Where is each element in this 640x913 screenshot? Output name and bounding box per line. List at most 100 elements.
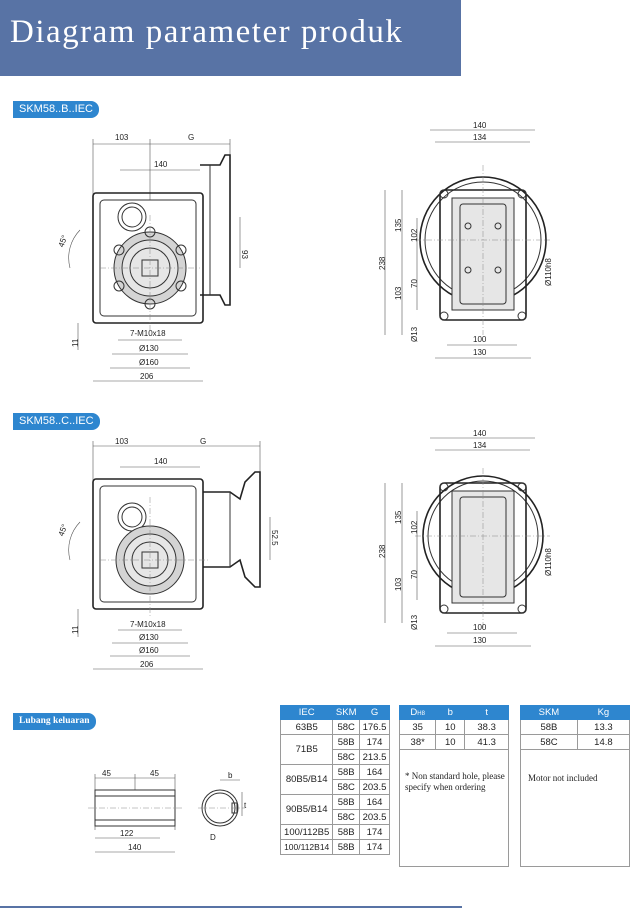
side-view-b: 140 134 238 135 102 103 70 Ø13 Ø110h8 10… xyxy=(378,121,553,359)
table-row: 63B5 58C 176.5 xyxy=(279,719,390,735)
c-side-135: 135 xyxy=(394,510,403,524)
g-cell: 174 xyxy=(359,824,390,840)
c-side-102: 102 xyxy=(410,520,419,534)
page-title: Diagram parameter produk xyxy=(10,14,404,50)
c-side-bore: Ø13 xyxy=(410,614,419,630)
c-side-100: 100 xyxy=(473,623,487,632)
skm-cell: 58B xyxy=(332,764,361,780)
footer-divider xyxy=(0,906,462,908)
bore-header-d: DH8 xyxy=(398,705,437,720)
side-135: 135 xyxy=(394,218,403,232)
c-holes-label: 7-M10x18 xyxy=(130,620,166,629)
dim-206: 206 xyxy=(140,372,154,381)
section-b: b xyxy=(228,771,233,780)
side-102: 102 xyxy=(410,228,419,242)
dim-d130: Ø130 xyxy=(139,344,159,353)
shaft-140: 140 xyxy=(128,843,142,852)
dim-11: 11 xyxy=(71,338,80,347)
b-cell: 10 xyxy=(435,719,466,735)
side-140: 140 xyxy=(473,121,487,130)
bore-header-d-main: D xyxy=(410,707,418,718)
dim-93: 93 xyxy=(240,250,249,259)
g-cell: 176.5 xyxy=(359,719,390,735)
table-row: 35 10 38.3 xyxy=(398,719,509,735)
c-side-70: 70 xyxy=(410,570,419,579)
t-cell: 41.3 xyxy=(464,734,509,750)
kg-cell: 13.3 xyxy=(576,719,631,735)
c-side-134: 134 xyxy=(473,441,487,450)
skm-cell: 58B xyxy=(332,839,361,855)
table-row: 58B 13.3 xyxy=(520,719,631,735)
weight-note: Motor not included xyxy=(528,773,598,783)
c-dim-11: 11 xyxy=(71,625,80,634)
c-dim-d130: Ø130 xyxy=(139,633,159,642)
skm-cell: 58B xyxy=(332,734,361,750)
iec-header-iec: IEC xyxy=(279,705,334,720)
iec-cell: 100/112B5 xyxy=(279,824,334,840)
dim-g: G xyxy=(188,133,194,142)
table-row: 90B5/B14 58B 164 xyxy=(279,794,390,825)
side-70: 70 xyxy=(410,279,419,288)
title-banner: Diagram parameter produk xyxy=(0,0,461,76)
side-100: 100 xyxy=(473,335,487,344)
g-cell: 164 xyxy=(359,794,390,810)
section-t: t xyxy=(244,801,247,810)
skm-cell: 58C xyxy=(332,779,361,795)
g-cell: 213.5 xyxy=(359,749,390,765)
side-view-c: 140 134 238 135 102 103 70 Ø13 Ø110h8 10… xyxy=(378,429,553,647)
iec-header-g: G xyxy=(359,705,390,720)
kg-cell: 14.8 xyxy=(576,734,631,750)
shaft-45a: 45 xyxy=(102,769,111,778)
shaft-122: 122 xyxy=(120,829,134,838)
output-tag: Lubang keluaran xyxy=(13,713,96,730)
output-shaft-drawing: 45 45 122 140 b t D xyxy=(88,769,247,853)
side-shaft: Ø110h8 xyxy=(544,258,553,286)
skm-cell: 58C xyxy=(332,749,361,765)
bore-header-d-sub: H8 xyxy=(417,711,425,717)
table-row: 100/112B5 58B 174 xyxy=(279,824,390,840)
weight-table: SKM Kg 58B 13.3 58C 14.8 xyxy=(520,705,631,750)
iec-cell: 80B5/B14 xyxy=(279,764,334,795)
c-dim-angle: 45° xyxy=(57,523,70,537)
weight-header-skm: SKM xyxy=(520,705,578,720)
section-tag-b: SKM58..B..IEC xyxy=(13,101,99,118)
skm-cell: 58C xyxy=(520,734,578,750)
c-dim-52: 52.5 xyxy=(270,530,279,546)
side-103: 103 xyxy=(394,286,403,300)
c-side-shaft: Ø110h8 xyxy=(544,548,553,576)
table-row: 58C 14.8 xyxy=(520,734,631,750)
iec-table: IEC SKM G 63B5 58C 176.5 71B5 58B 174 58… xyxy=(279,705,390,855)
b-cell: 10 xyxy=(435,734,466,750)
dim-d160: Ø160 xyxy=(139,358,159,367)
bore-header-b: b xyxy=(435,705,466,720)
g-cell: 203.5 xyxy=(359,809,390,825)
table-row: 100/112B14 58B 174 xyxy=(279,839,390,855)
c-dim-140: 140 xyxy=(154,457,168,466)
dim-140: 140 xyxy=(154,160,168,169)
bore-header-t: t xyxy=(464,705,509,720)
d-cell: 38* xyxy=(398,734,437,750)
dim-angle: 45° xyxy=(57,234,70,248)
side-bore: Ø13 xyxy=(410,326,419,342)
c-dim-103: 103 xyxy=(115,437,129,446)
table-row: 38* 10 41.3 xyxy=(398,734,509,750)
dim-103: 103 xyxy=(115,133,129,142)
side-134: 134 xyxy=(473,133,487,142)
iec-header-skm: SKM xyxy=(332,705,361,720)
bore-table: DH8 b t 35 10 38.3 38* 10 41.3 xyxy=(398,705,509,750)
c-dim-g: G xyxy=(200,437,206,446)
table-row: 71B5 58B 174 xyxy=(279,734,390,765)
g-cell: 174 xyxy=(359,839,390,855)
g-cell: 164 xyxy=(359,764,390,780)
c-side-130: 130 xyxy=(473,636,487,645)
c-side-140: 140 xyxy=(473,429,487,438)
c-dim-206: 206 xyxy=(140,660,154,669)
t-cell: 38.3 xyxy=(464,719,509,735)
weight-panel xyxy=(520,705,630,867)
table-row: 80B5/B14 58B 164 xyxy=(279,764,390,795)
shaft-45b: 45 xyxy=(150,769,159,778)
section-d: D xyxy=(210,833,216,842)
c-dim-d160: Ø160 xyxy=(139,646,159,655)
c-side-103: 103 xyxy=(394,577,403,591)
bore-panel xyxy=(399,705,509,867)
